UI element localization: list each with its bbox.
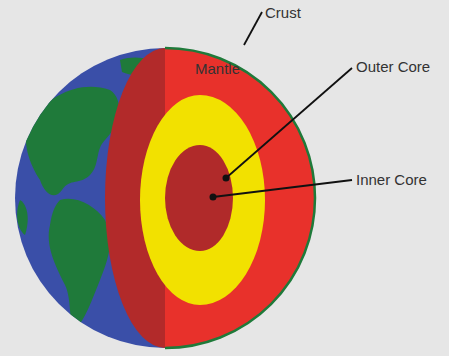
crust-label: Crust bbox=[265, 5, 301, 20]
leader-dots bbox=[210, 175, 230, 201]
inner-core bbox=[165, 145, 233, 251]
mantle-label: Mantle bbox=[195, 61, 240, 76]
ocean bbox=[15, 48, 315, 348]
outer-core bbox=[140, 95, 265, 305]
inner-core-label: Inner Core bbox=[356, 172, 427, 187]
outer-core-label: Outer Core bbox=[356, 59, 430, 74]
leader-lines bbox=[213, 12, 352, 197]
